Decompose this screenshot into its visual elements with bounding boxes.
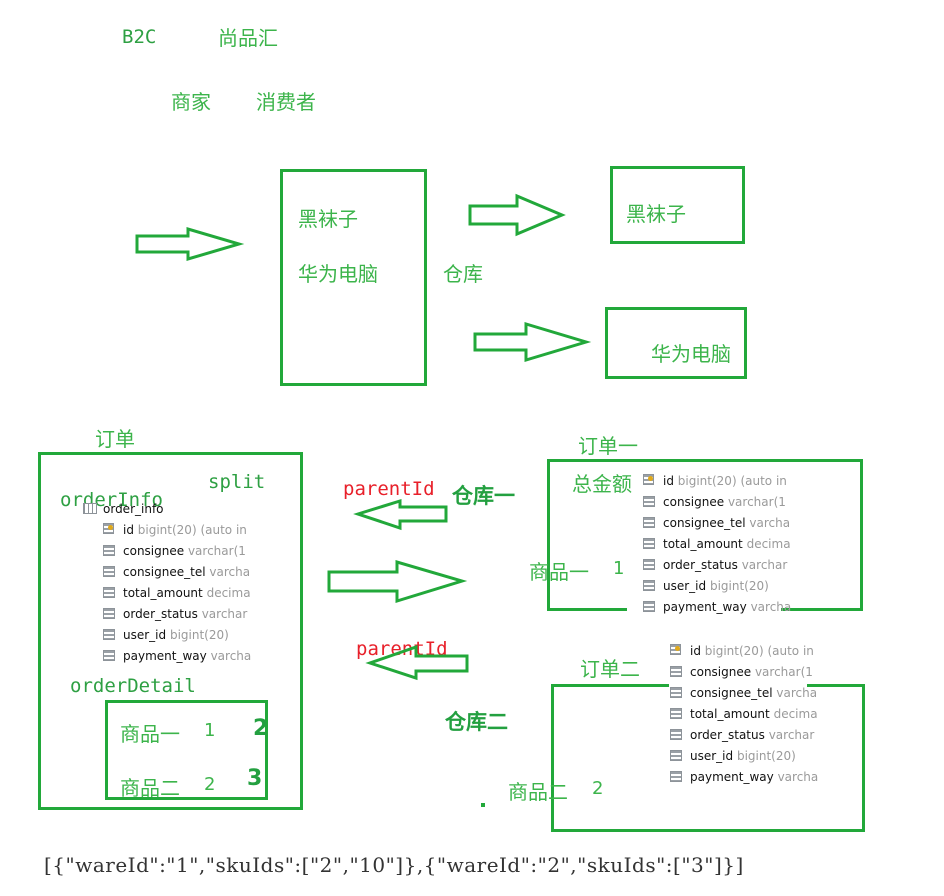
out-box-socks-label: 黑袜子 (626, 202, 686, 226)
stray-dot (481, 803, 485, 807)
sub-order-2-qty: 2 (592, 778, 604, 799)
order-detail-label: orderDetail (70, 675, 196, 697)
column-icon (670, 771, 682, 782)
split-arrow-center (327, 559, 468, 604)
column-icon (643, 601, 655, 612)
sub-order-2-table: id bigint(20) (auto in consignee varchar… (670, 644, 818, 794)
primary-key-icon (670, 644, 682, 656)
table-row: id bigint(20) (auto in (103, 523, 247, 544)
split-label: split (208, 471, 266, 493)
detail-item-1-qty: 1 (204, 720, 216, 741)
table-row: user_id bigint(20) (103, 628, 243, 649)
table-name: order_info (103, 502, 164, 516)
table-row: payment_way varcha (103, 649, 251, 670)
detail-item-1-badge: 2 (253, 716, 269, 741)
split-arrow-socks (468, 193, 566, 237)
sub-order-2-box (551, 684, 865, 832)
sub-order-1-box (547, 459, 863, 611)
sub-order-2-item: 商品二 (508, 780, 568, 804)
split-arrow-laptop (473, 321, 592, 363)
b2c-label: B2C (122, 26, 157, 48)
column-icon (103, 650, 115, 661)
warehouse-1-label: 仓库一 (452, 484, 515, 508)
sub-order-1-qty: 1 (613, 558, 625, 579)
parent-id-label-1: parentId (343, 478, 435, 500)
inbound-arrow (135, 226, 245, 262)
sub-order-2-title: 订单二 (580, 657, 640, 681)
table-row: id bigint(20) (auto in (643, 474, 787, 495)
detail-item-2-qty: 2 (204, 774, 216, 795)
column-icon (103, 587, 115, 598)
out-box-socks (610, 166, 745, 244)
mall-name: 尚品汇 (218, 26, 278, 50)
table-row: payment_way varcha (643, 600, 791, 621)
column-icon (670, 666, 682, 677)
table-row: total_amount decima (643, 537, 791, 558)
table-row: consignee_tel varcha (103, 565, 250, 586)
column-icon (670, 750, 682, 761)
sub-order-1-item: 商品一 (529, 560, 589, 584)
column-icon (643, 559, 655, 570)
order-detail-box (105, 700, 268, 800)
table-row: id bigint(20) (auto in (670, 644, 814, 665)
sub-order-1-title: 订单一 (578, 434, 638, 458)
ware-sku-json: [{"wareId":"1","skuIds":["2","10"]},{"wa… (44, 853, 744, 877)
order-info-table: order_info id bigint(20) (auto in consig… (83, 502, 251, 672)
primary-key-icon (103, 523, 115, 535)
merchant-label: 商家 (171, 90, 211, 114)
detail-item-2-badge: 3 (247, 766, 263, 791)
sub-order-1-total: 总金额 (572, 472, 632, 496)
table-row: total_amount decima (670, 707, 818, 728)
column-icon (670, 729, 682, 740)
column-icon (103, 545, 115, 556)
column-icon (643, 538, 655, 549)
product-socks: 黑袜子 (298, 207, 358, 231)
table-header: order_info (83, 502, 164, 523)
products-box (280, 169, 427, 386)
order-label: 订单 (95, 427, 135, 451)
column-icon (670, 687, 682, 698)
table-row: user_id bigint(20) (670, 749, 807, 770)
column-icon (103, 566, 115, 577)
order-box (38, 452, 303, 810)
consumer-label: 消费者 (256, 90, 316, 114)
warehouse-label: 仓库 (443, 262, 483, 286)
table-row: total_amount decima (103, 586, 251, 607)
column-icon (103, 608, 115, 619)
out-box-laptop (605, 307, 747, 379)
table-row: consignee_tel varcha (643, 516, 790, 537)
table-row: consignee varchar(1 (103, 544, 246, 565)
back-arrow-2 (365, 644, 469, 681)
column-icon (643, 517, 655, 528)
table-row: order_status varchar (643, 558, 787, 579)
detail-item-2-name: 商品二 (120, 776, 180, 800)
table-row: consignee varchar(1 (670, 665, 813, 686)
table-row: payment_way varcha (670, 770, 818, 791)
column-icon (670, 708, 682, 719)
sub-order-1-table: id bigint(20) (auto in consignee varchar… (643, 474, 791, 624)
table-row: order_status varchar (670, 728, 814, 749)
primary-key-icon (643, 474, 655, 486)
column-icon (643, 580, 655, 591)
warehouse-2-label: 仓库二 (445, 710, 508, 734)
sub-order-1-bottom-left (547, 608, 627, 611)
sub-order-2-top-left (551, 684, 669, 687)
sub-order-1-bottom-right (779, 608, 863, 611)
product-laptop: 华为电脑 (298, 262, 378, 286)
column-icon (103, 629, 115, 640)
table-row: order_status varchar (103, 607, 247, 628)
back-arrow-1 (353, 498, 448, 531)
table-row: consignee_tel varcha (670, 686, 817, 707)
detail-item-1-name: 商品一 (120, 722, 180, 746)
table-icon (83, 503, 97, 514)
out-box-laptop-label: 华为电脑 (651, 342, 731, 366)
sub-order-2-top-right (806, 684, 865, 687)
table-row: user_id bigint(20) (643, 579, 781, 600)
table-row: consignee varchar(1 (643, 495, 786, 516)
column-icon (643, 496, 655, 507)
